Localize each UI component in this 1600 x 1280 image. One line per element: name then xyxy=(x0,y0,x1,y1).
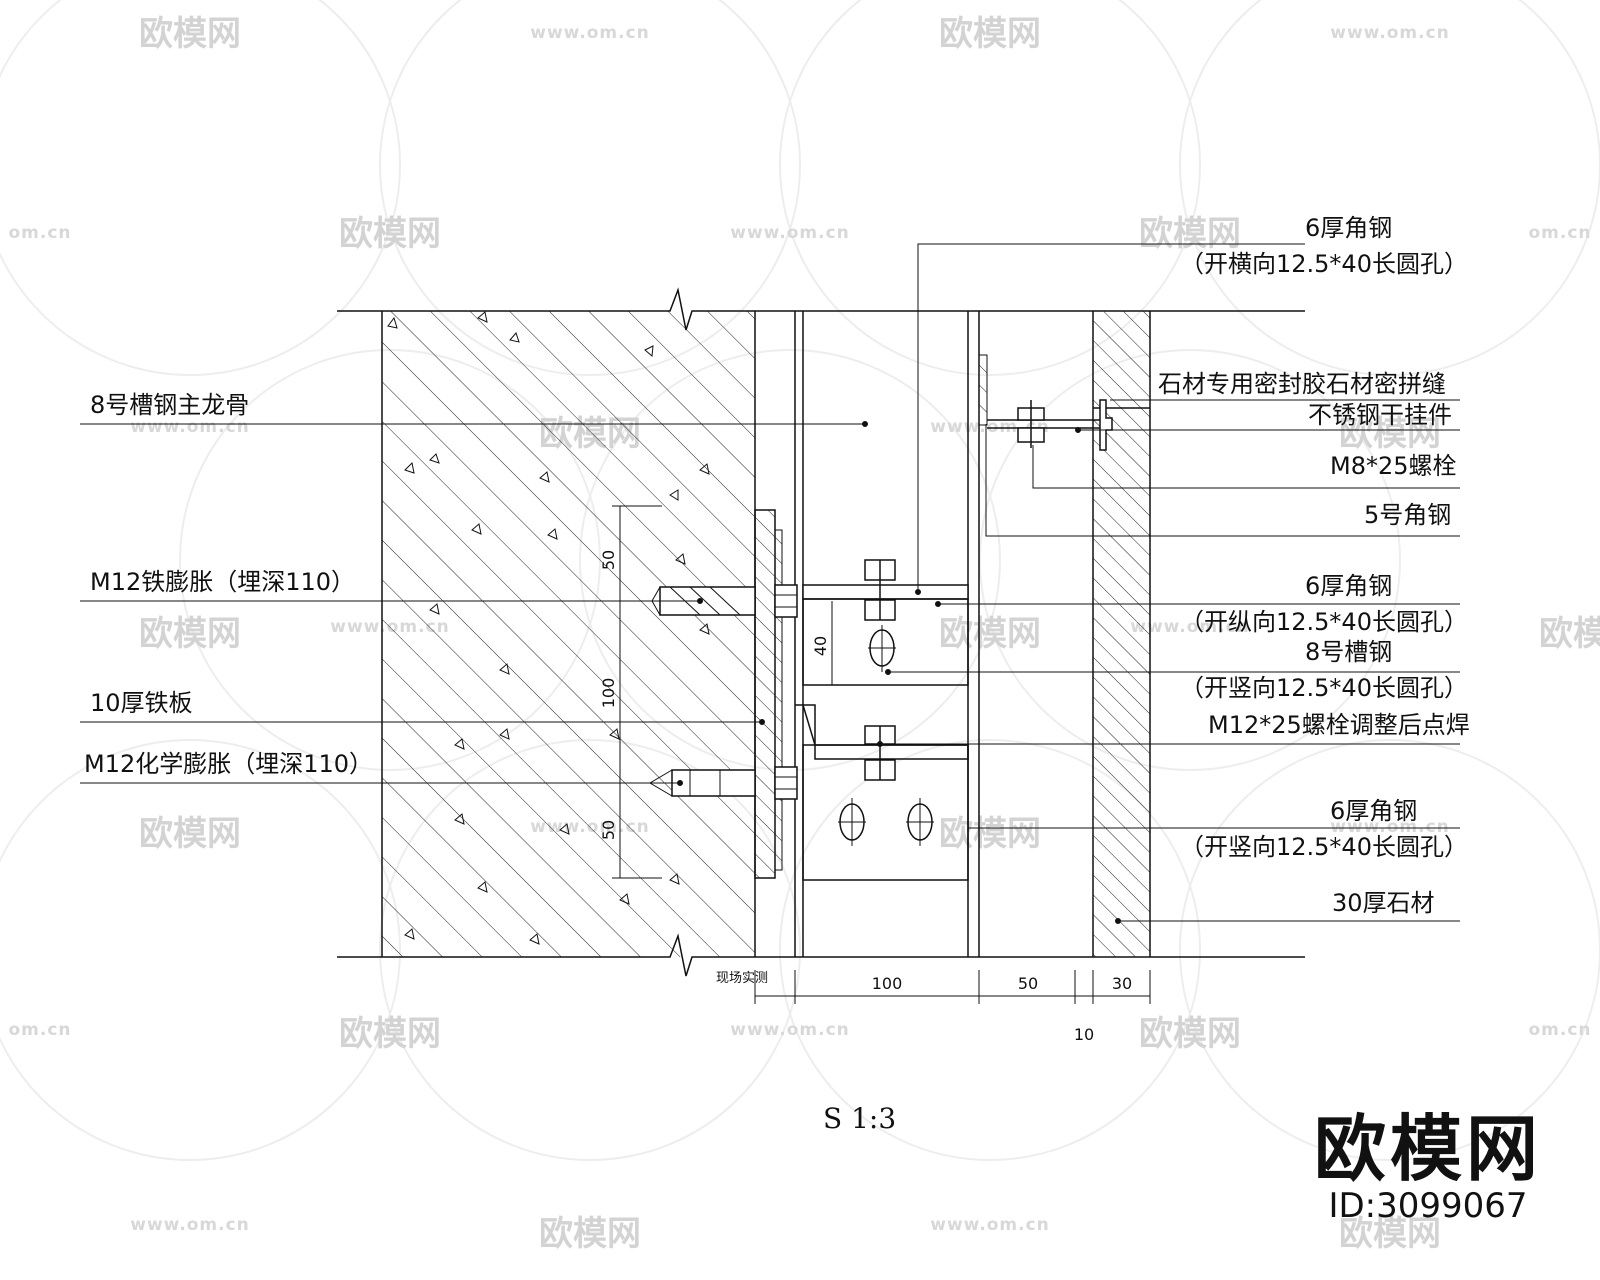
label-angle5: 5号角钢 xyxy=(1364,501,1451,529)
label-angle6-bottom-note: （开竖向12.5*40长圆孔） xyxy=(1180,833,1468,861)
label-angle6-mid: 6厚角钢 xyxy=(1305,572,1392,600)
right-labels: 6厚角钢 （开横向12.5*40长圆孔） 石材专用密封胶石材密拼缝 不锈钢干挂件… xyxy=(1158,214,1470,917)
watermark-arc xyxy=(779,739,1201,1161)
watermark-arc xyxy=(0,0,401,376)
label-m12-chem-anchor: M12化学膨胀（埋深110） xyxy=(84,750,373,778)
label-channel8: 8号槽钢 xyxy=(1305,638,1392,666)
watermark-brand: 欧模网 xyxy=(939,614,1041,654)
corner-brand: 欧模网 ID:3099067 xyxy=(1314,1112,1542,1226)
dim-bottom-100: 100 xyxy=(872,974,903,993)
watermark-arc xyxy=(0,739,401,1161)
watermark-arc xyxy=(1179,739,1600,1161)
dim-field-measure: 现场实测 xyxy=(716,971,768,986)
watermark-arc xyxy=(1179,0,1600,376)
label-m8-bolt: M8*25螺栓 xyxy=(1330,452,1457,480)
watermark-brand: 欧模网 xyxy=(1339,1214,1441,1254)
label-angle6-top-note: （开横向12.5*40长圆孔） xyxy=(1180,250,1468,278)
label-hanger: 不锈钢干挂件 xyxy=(1308,401,1452,429)
watermark-url: www.om.cn xyxy=(530,23,650,43)
brand-logo-text: 欧模网 xyxy=(1313,1107,1542,1191)
watermark-brand: 欧模网 xyxy=(1139,1014,1241,1054)
label-channel-main: 8号槽钢主龙骨 xyxy=(90,391,249,419)
label-sealant: 石材专用密封胶石材密拼缝 xyxy=(1158,370,1446,398)
label-angle6-bottom: 6厚角钢 xyxy=(1330,797,1417,825)
watermark-url: www.om.cn xyxy=(1130,617,1250,637)
dim-bottom-50: 50 xyxy=(1018,974,1038,993)
watermark-layer: 欧模网欧模网欧模网欧模网欧模网欧模网欧模网欧模网欧模网欧模网欧模网欧模网欧模网欧… xyxy=(0,0,1600,1254)
steel-plate-10mm xyxy=(754,509,783,879)
label-angle6-top: 6厚角钢 xyxy=(1305,214,1392,242)
label-plate-10: 10厚铁板 xyxy=(90,689,193,717)
label-stone-30: 30厚石材 xyxy=(1332,889,1435,917)
watermark-brand: 欧模网 xyxy=(539,1214,641,1254)
watermark-url: www.om.cn xyxy=(130,1215,250,1235)
watermark-brand: 欧模网 xyxy=(339,214,441,254)
watermark-brand: 欧模网 xyxy=(339,1014,441,1054)
concrete-wall xyxy=(381,311,756,957)
watermark-brand: 欧模网 xyxy=(939,814,1041,854)
watermark-url: www.om.cn xyxy=(730,1020,850,1040)
watermark-url: www.om.cn xyxy=(930,1215,1050,1235)
scale-label: S 1:3 xyxy=(823,1102,896,1135)
watermark-brand: 欧模网 xyxy=(1139,214,1241,254)
watermark-url-short: om.cn xyxy=(8,1020,71,1040)
watermark-url: www.om.cn xyxy=(130,417,250,437)
aggregate-marks xyxy=(387,311,710,945)
dim-40: 40 xyxy=(811,636,830,656)
dim-50-bottom: 50 xyxy=(599,820,618,840)
watermark-brand: 欧模网 xyxy=(139,14,241,54)
bottom-dimension-chain xyxy=(754,970,1151,1004)
watermark-url: www.om.cn xyxy=(1330,23,1450,43)
label-m12-iron-anchor: M12铁膨胀（埋深110） xyxy=(90,568,355,596)
angle-steel-5-and-hanger xyxy=(978,354,1113,451)
angle-steel-6mm-upper xyxy=(802,559,969,686)
left-labels: 8号槽钢主龙骨 M12铁膨胀（埋深110） 10厚铁板 M12化学膨胀（埋深11… xyxy=(84,391,373,778)
watermark-brand: 欧模网 xyxy=(1339,414,1441,454)
dim-bottom-30: 30 xyxy=(1112,974,1132,993)
watermark-arc xyxy=(979,349,1401,771)
break-lines xyxy=(337,287,1305,977)
watermark-url: www.om.cn xyxy=(1330,817,1450,837)
watermark-brand: 欧模网 xyxy=(139,814,241,854)
label-angle6-mid-note: （开纵向12.5*40长圆孔） xyxy=(1180,608,1468,636)
watermark-brand: 欧模网 xyxy=(139,614,241,654)
watermark-brand: 欧模网 xyxy=(1539,614,1600,654)
brand-id: ID:3099067 xyxy=(1328,1186,1528,1226)
watermark-arc xyxy=(779,0,1201,376)
label-channel8-note: （开竖向12.5*40长圆孔） xyxy=(1180,674,1468,702)
watermark-url-short: om.cn xyxy=(1528,223,1591,243)
watermark-url-short: om.cn xyxy=(1528,1020,1591,1040)
dim-bottom-10: 10 xyxy=(1074,1025,1094,1044)
watermark-url: www.om.cn xyxy=(730,223,850,243)
label-m12-bolt: M12*25螺栓调整后点焊 xyxy=(1208,711,1470,739)
leader-lines xyxy=(80,243,1460,924)
watermark-url-short: om.cn xyxy=(8,223,71,243)
watermark-brand: 欧模网 xyxy=(939,14,1041,54)
dim-50-top: 50 xyxy=(599,550,618,570)
dim-100: 100 xyxy=(599,678,618,709)
